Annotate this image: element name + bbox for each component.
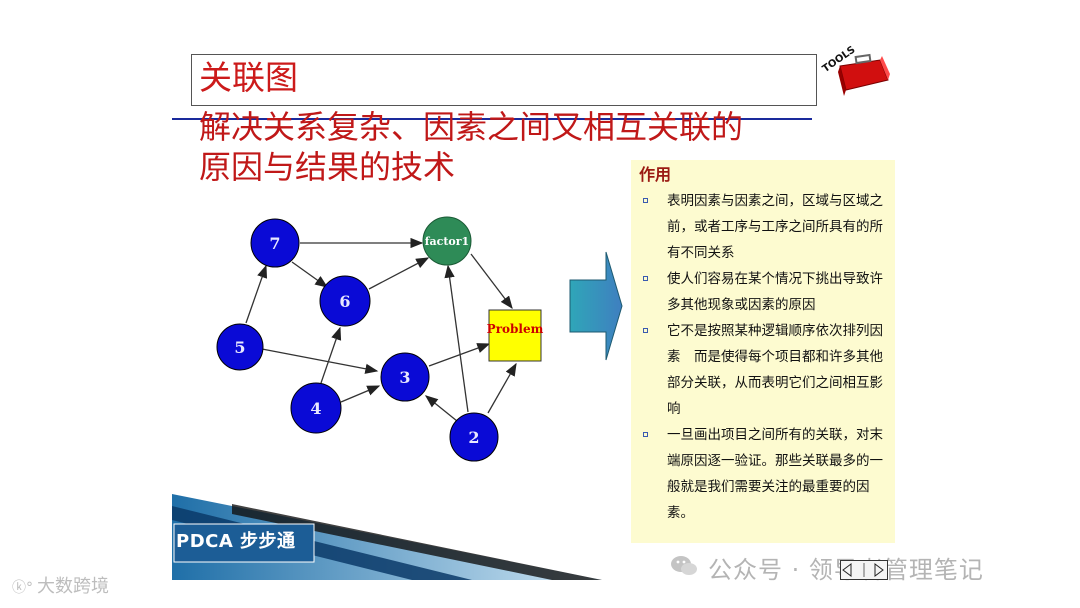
edge-7-6 (291, 261, 329, 288)
watermark-left-text: 大数跨境 (37, 576, 109, 597)
pdca-banner-graphic (172, 494, 602, 580)
node-2-label: 2 (468, 428, 479, 447)
subtitle-line-2: 原因与结果的技术 (199, 148, 456, 186)
edge-4-3 (340, 385, 381, 403)
slide-subtitle: 解决关系复杂、因素之间又相互关联的 原因与结果的技术 (199, 107, 859, 187)
node-4-label: 4 (310, 399, 321, 418)
panel-item-text: 使人们容易在某个情况下挑出导致许多其他现象或因素的原因 (667, 271, 883, 313)
edge-4-6 (320, 326, 342, 384)
node-6: 6 (319, 275, 371, 327)
edge-2-problem (487, 362, 517, 414)
panel-title: 作用 (639, 165, 672, 184)
node-factor1: factor1 (422, 216, 472, 266)
bullet-square-icon (643, 328, 648, 333)
node-7-label: 7 (269, 234, 280, 253)
wechat-icon (671, 556, 697, 575)
node-3-label: 3 (399, 368, 410, 387)
watermark-logo-icon: ⓚ° (12, 580, 33, 596)
bullet-square-icon (643, 276, 648, 281)
node-2: 2 (449, 412, 499, 462)
node-problem-label: Problem (487, 322, 544, 336)
bullet-square-icon (643, 432, 648, 437)
nav-arrows-icon (842, 563, 884, 577)
edge-5-3 (261, 348, 379, 374)
title-underline (172, 118, 812, 120)
node-6-label: 6 (339, 292, 350, 311)
diagram-edges (245, 237, 517, 422)
edge-5-7 (245, 264, 268, 324)
slide-nav-control[interactable] (840, 560, 888, 580)
node-7: 7 (250, 218, 300, 268)
title-box (191, 54, 817, 106)
panel-list: 表明因素与因素之间，区域与区域之前，或者工序与工序之间所具有的所有不同关系 使人… (639, 188, 887, 526)
node-5: 5 (216, 323, 264, 371)
edge-factor1-problem (470, 253, 513, 310)
node-3: 3 (380, 352, 430, 402)
relation-diagram: 7 6 5 4 3 2 factor1 Problem (216, 216, 544, 462)
panel-item: 一旦画出项目之间所有的关联，对末端原因逐一验证。那些关联最多的一般就是我们需要关… (639, 422, 887, 526)
node-factor1-label: factor1 (425, 235, 469, 248)
toolbox-icon: TOOLS (821, 44, 890, 96)
node-4: 4 (290, 382, 342, 434)
panel-item-text: 表明因素与因素之间，区域与区域之前，或者工序与工序之间所具有的所有不同关系 (667, 193, 883, 261)
edge-2-3 (424, 395, 458, 422)
node-5-label: 5 (234, 338, 245, 357)
edge-3-problem (428, 343, 491, 367)
diagram-nodes: 7 6 5 4 3 2 factor1 Problem (216, 216, 544, 462)
node-problem: Problem (487, 309, 544, 362)
watermark-left: ⓚ°大数跨境 (12, 572, 109, 598)
bullet-square-icon (643, 198, 648, 203)
large-right-arrow (569, 251, 623, 361)
panel-item-text: 它不是按照某种逻辑顺序依次排列因素 而是使得每个项目都和许多其他部分关联，从而表… (667, 323, 883, 417)
slide-title: 关联图 (199, 58, 298, 97)
panel-item: 它不是按照某种逻辑顺序依次排列因素 而是使得每个项目都和许多其他部分关联，从而表… (639, 318, 887, 422)
function-panel: 作用 表明因素与因素之间，区域与区域之前，或者工序与工序之间所具有的所有不同关系… (631, 160, 895, 543)
edge-2-factor1 (444, 264, 469, 413)
pdca-banner-label: PDCA 步步通 (176, 531, 296, 552)
panel-item: 使人们容易在某个情况下挑出导致许多其他现象或因素的原因 (639, 266, 887, 318)
panel-item: 表明因素与因素之间，区域与区域之前，或者工序与工序之间所具有的所有不同关系 (639, 188, 887, 266)
subtitle-line-1: 解决关系复杂、因素之间又相互关联的 (199, 108, 744, 146)
panel-item-text: 一旦画出项目之间所有的关联，对末端原因逐一验证。那些关联最多的一般就是我们需要关… (667, 427, 883, 521)
edge-6-factor1 (368, 257, 430, 290)
